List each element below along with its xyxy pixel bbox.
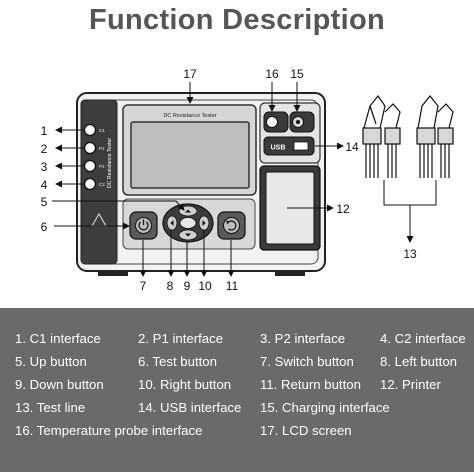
switch-button[interactable]: [179, 217, 197, 229]
legend-item-temperature-probe-interface: 16. Temperature probe interface: [15, 423, 203, 438]
callout-12: 12: [336, 202, 350, 216]
charging-port: [289, 111, 315, 133]
socket-c2: [83, 177, 97, 191]
socket-p1: [83, 141, 97, 155]
callout-6: 6: [41, 220, 48, 234]
callout-9: 9: [184, 279, 191, 293]
down-button[interactable]: [178, 229, 198, 241]
callout-13: 13: [403, 247, 417, 261]
side-label: DC Resistance Tester: [107, 138, 113, 188]
callout-17: 17: [183, 67, 197, 81]
callout-4: 4: [41, 178, 48, 192]
power-icon: [138, 219, 149, 231]
legend-item-p1-interface: 2. P1 interface: [138, 331, 224, 346]
svg-text:C1: C1: [99, 128, 105, 133]
test-line: [362, 94, 454, 243]
test-button[interactable]: [129, 211, 158, 240]
legend-panel: 1. C1 interface 2. P1 interface 3. P2 in…: [0, 308, 474, 472]
callout-1: 1: [41, 124, 48, 138]
callout-15: 15: [290, 67, 304, 81]
callout-16: 16: [265, 67, 279, 81]
legend-item-up-button: 5. Up button: [15, 354, 87, 369]
legend-item-down-button: 9. Down button: [15, 377, 104, 392]
usb-label: USB: [271, 145, 286, 152]
socket-c1: [83, 123, 97, 137]
legend-item-charging-interface: 15. Charging interface: [260, 400, 390, 415]
device-diagram: C1 P1 P2 C2 DC Resistance Tester DC Resi…: [41, 67, 454, 293]
callout-11: 11: [226, 279, 239, 293]
callout-8: 8: [167, 279, 174, 293]
svg-text:P1: P1: [99, 146, 105, 151]
svg-text:P2: P2: [99, 164, 105, 169]
callout-14: 14: [345, 140, 359, 154]
legend-item-left-button: 8. Left button: [380, 354, 457, 369]
page-title: Function Description: [89, 4, 385, 36]
callout-7: 7: [140, 279, 147, 293]
right-button[interactable]: [198, 215, 210, 231]
return-button[interactable]: [217, 211, 246, 240]
legend-item-c2-interface: 4. C2 interface: [380, 331, 466, 346]
legend-item-right-button: 10. Right button: [138, 377, 232, 392]
legend-item-p2-interface: 3. P2 interface: [260, 331, 346, 346]
legend-item-test-line: 13. Test line: [15, 400, 86, 415]
return-icon: [226, 220, 237, 231]
callout-lines: [52, 82, 344, 277]
callout-2: 2: [41, 142, 48, 156]
left-button[interactable]: [166, 215, 178, 231]
callout-10: 10: [198, 279, 212, 293]
callout-5: 5: [41, 195, 48, 209]
svg-text:C2: C2: [99, 182, 105, 187]
legend-item-switch-button: 7. Switch button: [260, 354, 354, 369]
legend-item-printer: 12. Printer: [380, 377, 441, 392]
legend-item-return-button: 11. Return button: [260, 377, 361, 392]
socket-tags: C1 P1 P2 C2: [99, 128, 105, 187]
screen-label: DC Resistance Tester: [163, 113, 216, 119]
legend-item-usb-interface: 14. USB interface: [138, 400, 242, 415]
socket-p2: [83, 159, 97, 173]
temperature-probe-port: [263, 111, 289, 133]
callout-3: 3: [41, 160, 48, 174]
legend-item-c1-interface: 1. C1 interface: [15, 331, 101, 346]
legend-item-test-button: 6. Test button: [138, 354, 217, 369]
lcd-screen: [122, 104, 257, 196]
usb-port: [263, 136, 315, 156]
legend-item-lcd-screen: 17. LCD screen: [260, 423, 352, 438]
